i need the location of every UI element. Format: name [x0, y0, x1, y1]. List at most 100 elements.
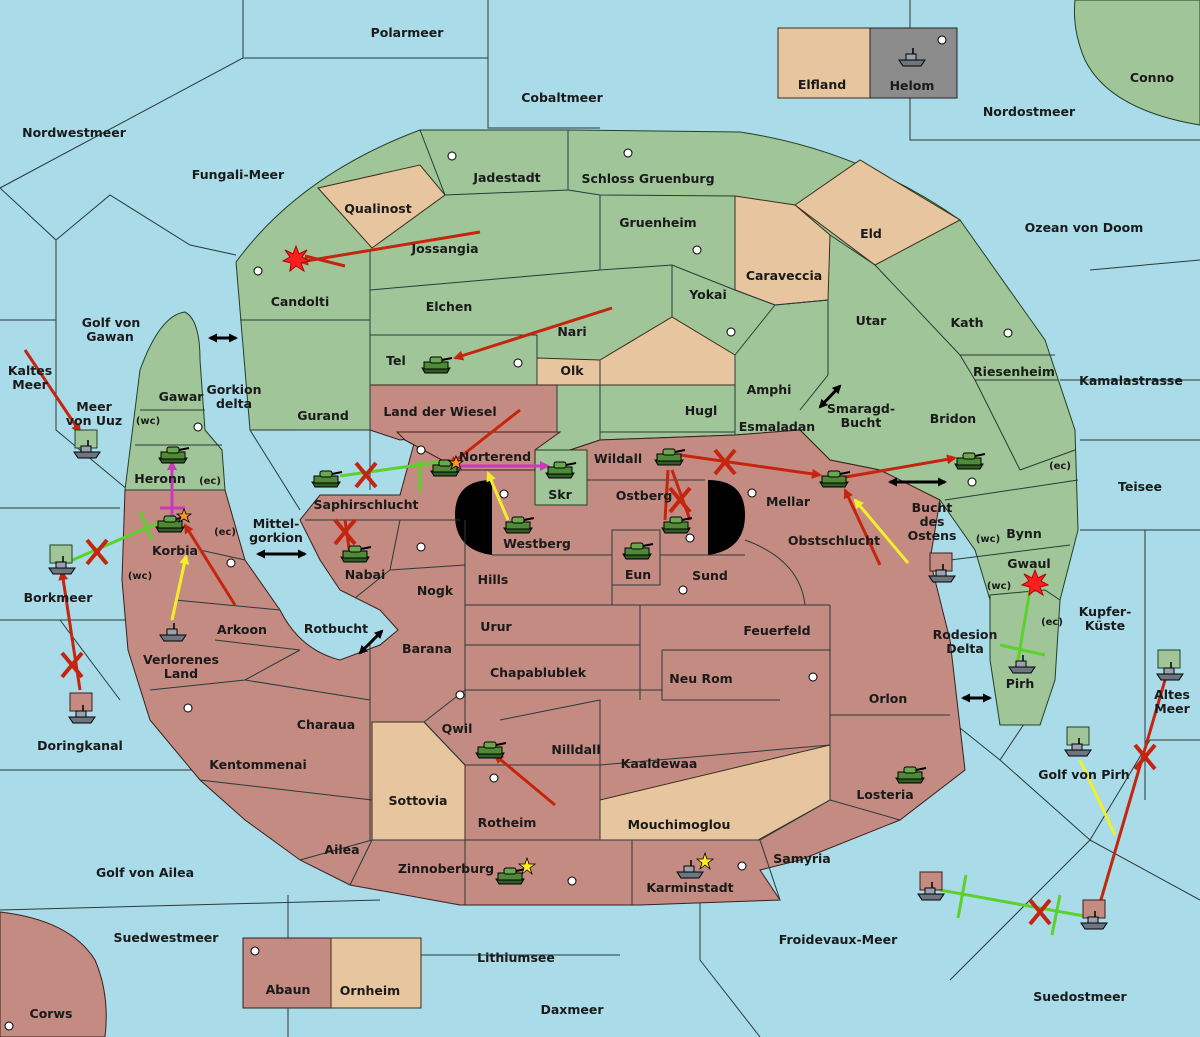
- sea-label: Conno: [1130, 70, 1175, 85]
- convoy-order-line: [999, 643, 1046, 657]
- province-label: Arkoon: [217, 622, 267, 637]
- coast-tag: (ec): [199, 476, 221, 487]
- sea-label: Ozean von Doom: [1025, 220, 1144, 235]
- province-label: Norterend: [459, 449, 531, 464]
- star-icon: [447, 454, 465, 470]
- sea-label: Kamalastrasse: [1079, 373, 1183, 388]
- supply-centre-icon: [726, 327, 736, 337]
- province-label: Nogk: [417, 583, 454, 598]
- province-label: Eld: [860, 226, 882, 241]
- owner-flag: [69, 692, 93, 712]
- province-label: Hugl: [685, 403, 718, 418]
- supply-centre-icon: [685, 533, 695, 543]
- owner-flag: [74, 429, 98, 449]
- province-label: Sund: [692, 568, 728, 583]
- province-label: Gwaul: [1007, 556, 1050, 571]
- supply-centre-icon: [193, 422, 203, 432]
- sea-label: von Uuz: [66, 413, 122, 428]
- province-label: Korbia: [152, 543, 198, 558]
- supply-centre-icon: [455, 690, 465, 700]
- supply-centre-icon: [937, 35, 947, 45]
- province-label: Verlorenes: [143, 652, 219, 667]
- support-order-arrow: [853, 498, 910, 564]
- province-label: Kath: [951, 315, 984, 330]
- move-order-arrow: [304, 254, 346, 268]
- sea-label: Gawan: [86, 329, 134, 344]
- province-label: Gawar: [159, 389, 205, 404]
- supply-centre-icon: [967, 477, 977, 487]
- sea-label: Nordostmeer: [983, 104, 1076, 119]
- province-label: Nilldall: [551, 742, 600, 757]
- supply-centre-icon: [499, 489, 509, 499]
- sea-label: Bucht: [841, 415, 882, 430]
- move-order-arrow: [663, 469, 670, 521]
- province-label: Corws: [30, 1006, 73, 1021]
- province-label: Skr: [548, 487, 572, 502]
- supply-centre-icon: [416, 445, 426, 455]
- province-label: Saphirschlucht: [314, 497, 419, 512]
- province-label: Charaua: [297, 717, 355, 732]
- province-label: Qualinost: [344, 201, 411, 216]
- sea-label: delta: [216, 396, 252, 411]
- supply-centre-icon: [489, 773, 499, 783]
- province-label: Samyria: [773, 851, 831, 866]
- convoy-order-line: [67, 520, 161, 564]
- sea-label: Meer: [76, 399, 112, 414]
- sea-label: des: [920, 514, 945, 529]
- province-label: Neu Rom: [669, 671, 732, 686]
- support-orders: [170, 471, 1117, 836]
- owner-flag: [49, 544, 73, 564]
- coast-tag: (ec): [1041, 617, 1063, 628]
- province-label: Qwil: [442, 721, 473, 736]
- supply-centre-icon: [1003, 328, 1013, 338]
- province-label: Ostberg: [616, 488, 673, 503]
- sea-label: Daxmeer: [540, 1002, 604, 1017]
- province-label: Esmaladan: [739, 419, 815, 434]
- province-label: Abaun: [266, 982, 311, 997]
- province-label: Jadestadt: [472, 170, 540, 185]
- province-label: Utar: [856, 313, 888, 328]
- ornheim-territory[interactable]: [330, 937, 422, 1009]
- sea-label: Suedostmeer: [1033, 989, 1127, 1004]
- retreat-orders: [160, 460, 550, 520]
- province-label: Ornheim: [340, 983, 400, 998]
- province-label: Bridon: [930, 411, 976, 426]
- sea-label: Froidevaux-Meer: [779, 932, 898, 947]
- move-order-arrow: [298, 230, 481, 266]
- sea-labels: Polarmeer Cobaltmeer Nordwestmeer Fungal…: [8, 25, 1191, 1017]
- star-icon: [695, 851, 715, 871]
- move-order-arrow: [843, 488, 882, 566]
- province-label: Karminstadt: [646, 880, 733, 895]
- sea-label: Fungali-Meer: [192, 167, 285, 182]
- eld-territory[interactable]: [794, 159, 962, 266]
- province-label: Feuerfeld: [743, 623, 810, 638]
- sea-label: Mittel-: [253, 516, 300, 531]
- sea-label: Meer: [12, 377, 48, 392]
- sottovia-territory[interactable]: [371, 721, 466, 841]
- pirh-territory[interactable]: [989, 589, 1061, 726]
- coast-tag: (wc): [987, 581, 1011, 592]
- owner-flag: [919, 871, 943, 891]
- supply-centre-icon: [692, 245, 702, 255]
- move-orders: [23, 230, 1167, 912]
- move-order-arrow: [1095, 679, 1167, 912]
- conno-territory[interactable]: [1074, 0, 1200, 126]
- norterend-territory[interactable]: [395, 431, 562, 471]
- convoy-order-line: [339, 460, 441, 478]
- province-label: Nari: [557, 324, 586, 339]
- province-label: Jossangia: [410, 241, 478, 256]
- province-label: Wildall: [594, 451, 642, 466]
- sea-label: Rodesion: [933, 627, 998, 642]
- corws-territory[interactable]: [0, 911, 107, 1037]
- sea-label: Kupfer-: [1079, 604, 1132, 619]
- passage-arrows: [208, 333, 992, 703]
- supply-centres: [4, 35, 1013, 1031]
- coast-tag: (wc): [128, 571, 152, 582]
- move-order-arrow: [183, 523, 237, 606]
- supply-centre-icon: [567, 876, 577, 886]
- sea-label: Golf von Pirh: [1038, 767, 1129, 782]
- province-label: Chapablublek: [490, 665, 587, 680]
- supply-centre-icon: [678, 585, 688, 595]
- province-label: Mouchimoglou: [628, 817, 731, 832]
